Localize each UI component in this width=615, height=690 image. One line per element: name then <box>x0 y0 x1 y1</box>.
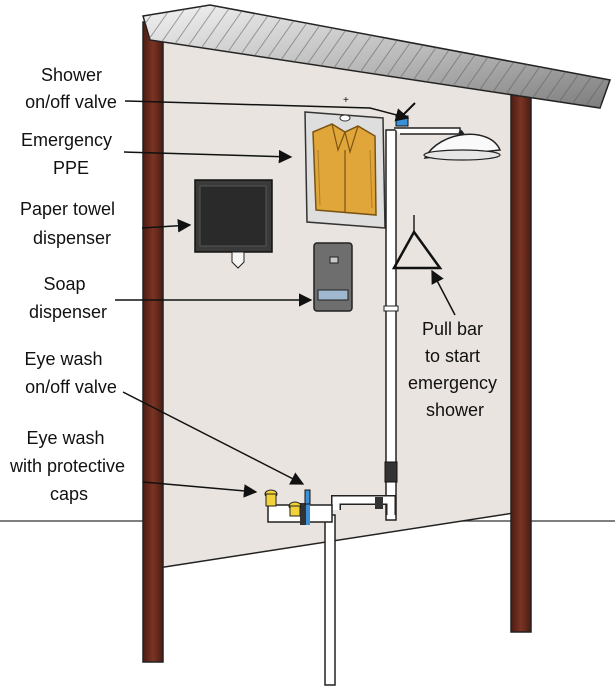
shower-pipe <box>383 127 461 521</box>
soap-dispenser <box>313 242 353 312</box>
emergency-ppe-cabinet <box>304 111 386 229</box>
arrow-emergency-ppe <box>123 149 293 164</box>
left-post <box>142 21 164 663</box>
eye-wash-valve <box>304 489 311 505</box>
shower-head <box>423 129 502 161</box>
eye-wash-caps <box>264 489 302 517</box>
label-soap: Soap dispenser <box>29 274 107 322</box>
arrow-eye-wash-caps <box>142 481 258 498</box>
callout-arrows <box>115 100 456 498</box>
wall-mark: + <box>343 95 349 106</box>
arrow-eye-wash-valve <box>122 391 305 485</box>
label-pull-bar: Pull bar to start emergency shower <box>408 319 502 420</box>
paper-towel-dispenser <box>194 179 273 269</box>
pull-bar <box>391 215 443 270</box>
arrow-paper-towel <box>141 219 192 233</box>
label-shower-valve: Shower on/off valve <box>25 65 117 112</box>
label-eye-wash-valve: Eye wash on/off valve <box>24 349 116 397</box>
right-post <box>510 81 532 633</box>
label-paper-towel: Paper towel dispenser <box>20 199 120 248</box>
label-emergency-ppe: Emergency PPE <box>21 130 117 178</box>
arrow-pull-bar <box>431 269 456 316</box>
label-eye-wash-caps: Eye wash with protective caps <box>9 428 130 504</box>
corrugated-roof <box>142 4 612 109</box>
arrow-shower-valve <box>124 100 410 122</box>
